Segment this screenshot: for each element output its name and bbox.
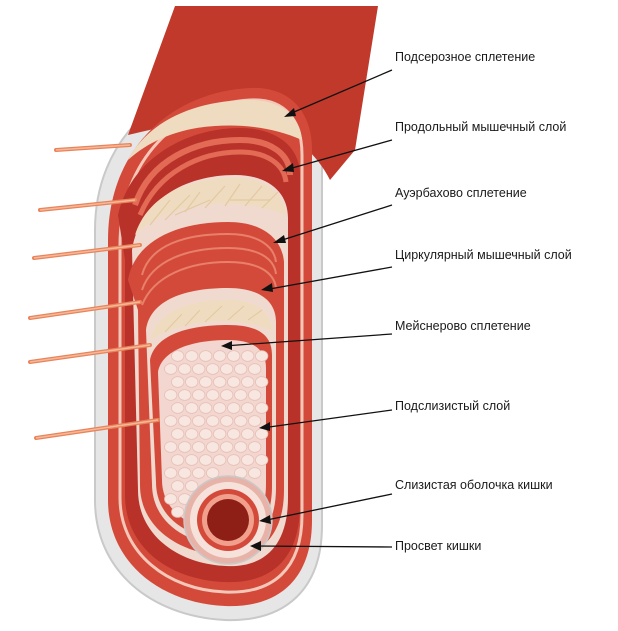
- svg-text:Ауэрбахово сплетение: Ауэрбахово сплетение: [395, 186, 527, 200]
- svg-text:Слизистая оболочка кишки: Слизистая оболочка кишки: [395, 478, 553, 492]
- svg-text:Мейснерово сплетение: Мейснерово сплетение: [395, 319, 531, 333]
- svg-text:Подсерозное сплетение: Подсерозное сплетение: [395, 50, 535, 64]
- lumen: [207, 499, 249, 541]
- svg-text:Циркулярный мышечный слой: Циркулярный мышечный слой: [395, 248, 572, 262]
- svg-text:Продольный мышечный слой: Продольный мышечный слой: [395, 120, 566, 134]
- svg-text:Просвет кишки: Просвет кишки: [395, 539, 481, 553]
- svg-text:Подслизистый слой: Подслизистый слой: [395, 399, 510, 413]
